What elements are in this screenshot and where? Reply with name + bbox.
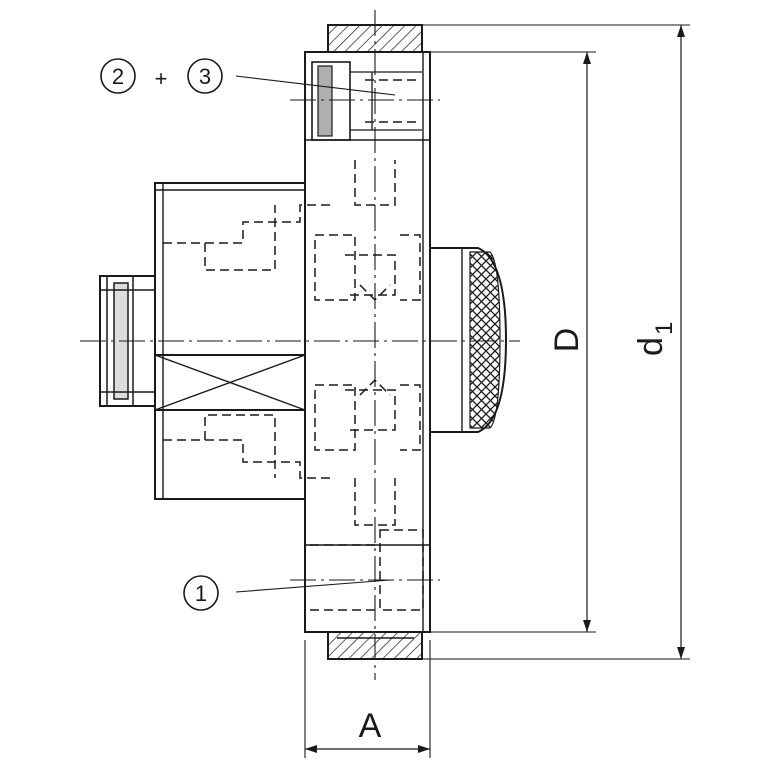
callout-plus-text: + (155, 66, 168, 91)
callout-1-text: 1 (195, 581, 207, 606)
dim-d1-label: d 1 (632, 322, 678, 356)
callout-3-text: 3 (199, 64, 211, 89)
leader-2-3 (235, 75, 396, 96)
hidden-contours (163, 79, 424, 611)
callout-circle-1 (183, 575, 219, 611)
dim-d1-letter: d (632, 337, 670, 356)
extension-lines (304, 24, 690, 758)
dimension-lines (305, 25, 685, 753)
leader-lines (235, 75, 396, 593)
callout-circle-3 (187, 58, 223, 94)
callout-2-text: 2 (112, 64, 124, 89)
seal-block (311, 61, 351, 141)
dim-d1-subscript: 1 (651, 322, 678, 335)
callout-circle-2 (100, 58, 136, 94)
leader-1 (235, 579, 391, 593)
dim-D-label: D (548, 328, 586, 353)
dim-A-label: A (359, 707, 382, 745)
center-lines (80, 10, 520, 680)
